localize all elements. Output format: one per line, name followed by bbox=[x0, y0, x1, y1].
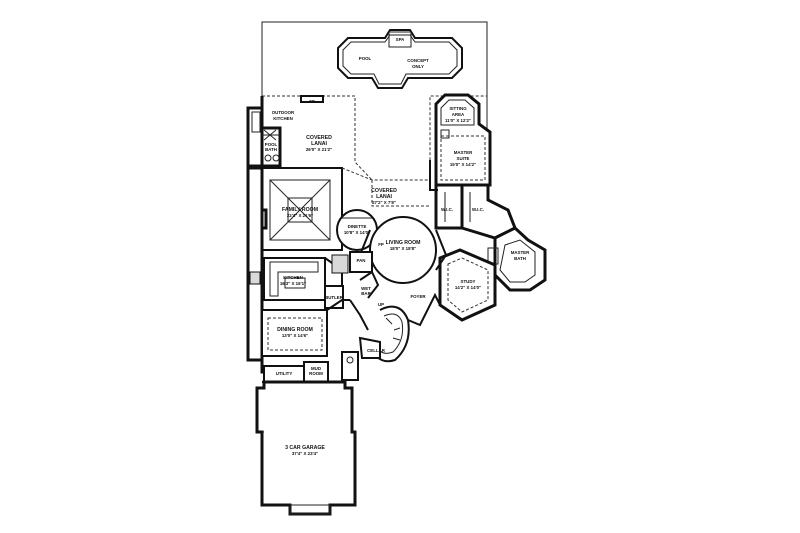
pool bbox=[337, 29, 463, 89]
butler-label: BUTLER bbox=[325, 295, 344, 300]
outdoor-kitchen bbox=[246, 106, 264, 170]
pool-bath bbox=[260, 126, 282, 168]
room-labels: SPA POOL CONCEPT ONLY OUTDOOR KITCHEN PO… bbox=[265, 37, 530, 456]
pool-bath-label: POOL bbox=[265, 142, 278, 147]
wic-label-2: W.I.C. bbox=[472, 207, 484, 212]
fireplace-label-1: FP bbox=[378, 242, 384, 247]
family-room-dim: 22'4" X 21'6" bbox=[287, 213, 313, 218]
utility-label: UTILITY bbox=[276, 371, 293, 376]
entry-bath bbox=[341, 351, 359, 381]
master-suite-label-2: SUITE bbox=[457, 156, 470, 161]
living-room bbox=[358, 216, 448, 284]
wet-bar bbox=[359, 270, 380, 299]
concept-label: CONCEPT bbox=[407, 58, 429, 63]
sitting-area-dim: 11'0" X 12'2" bbox=[445, 118, 471, 123]
wet-bar-label-2: BAR bbox=[361, 291, 371, 296]
family-room-label: FAMILY ROOM bbox=[282, 207, 318, 213]
study-label: STUDY bbox=[461, 279, 476, 284]
living-room-dim: 18'0" X 18'8" bbox=[390, 246, 416, 251]
study-dim: 14'2" X 14'0" bbox=[455, 285, 481, 290]
garage-label: 3 CAR GARAGE bbox=[285, 445, 325, 451]
dinette-dim: 10'8" X 14'0" bbox=[344, 230, 370, 235]
master-suite bbox=[434, 93, 492, 187]
pool-bath-label-2: BATH bbox=[265, 147, 277, 152]
mud-room-label-2: ROOM bbox=[309, 371, 323, 376]
wic-label-1: W.I.C. bbox=[441, 207, 453, 212]
dining-room bbox=[261, 299, 350, 357]
covered-lanai-left-dim: 26'0" X 21'2" bbox=[306, 147, 332, 152]
master-bath-label-2: BATH bbox=[514, 256, 526, 261]
mud-room-label: MUD bbox=[311, 366, 321, 371]
sitting-area-label-2: AREA bbox=[452, 112, 465, 117]
outdoor-kitchen-label: OUTDOOR bbox=[272, 110, 295, 115]
master-suite-dim: 15'0" X 14'2" bbox=[450, 162, 476, 167]
stair-up-label: UP bbox=[378, 302, 384, 307]
dining-room-label: DINING ROOM bbox=[277, 327, 313, 333]
master-bath-label: MASTER bbox=[511, 250, 530, 255]
cellar bbox=[358, 336, 381, 359]
dinette-label: DINETTE bbox=[348, 224, 367, 229]
family-room bbox=[260, 167, 343, 251]
fireplace-label-2: FP bbox=[309, 99, 315, 104]
kitchen-label: KITCHEN bbox=[283, 275, 303, 280]
covered-lanai-left-label: COVERED bbox=[306, 135, 332, 141]
spa-label: SPA bbox=[396, 37, 406, 42]
wet-bar-label: WET bbox=[361, 286, 371, 291]
sitting-area-label: SITTING bbox=[449, 106, 467, 111]
dining-room-dim: 13'0" X 14'6" bbox=[282, 333, 308, 338]
master-bath bbox=[487, 226, 547, 292]
concept-only-label: ONLY bbox=[412, 64, 424, 69]
living-room-label: LIVING ROOM bbox=[386, 240, 421, 246]
cellar-label: CELLAR bbox=[367, 348, 386, 353]
covered-lanai-left-label-2: LANAI bbox=[311, 141, 327, 147]
covered-lanai-right-label: COVERED bbox=[371, 188, 397, 194]
garage-dim: 37'4" X 23'4" bbox=[292, 451, 318, 456]
foyer-stair bbox=[349, 292, 441, 363]
garage bbox=[255, 380, 357, 516]
yard-boundary bbox=[261, 21, 488, 160]
outdoor-kitchen-label-2: KITCHEN bbox=[273, 116, 293, 121]
kitchen-dim: 16'3" X 16'1" bbox=[280, 281, 306, 286]
foyer-label: FOYER bbox=[410, 294, 426, 299]
covered-lanai-right-dim: 27'2" X 7'8" bbox=[372, 200, 396, 205]
pool-label: POOL bbox=[359, 56, 372, 61]
utility-mud bbox=[262, 361, 345, 383]
master-suite-label: MASTER bbox=[454, 150, 473, 155]
pantry-label: PAN bbox=[357, 258, 366, 263]
covered-lanai-right-label-2: LANAI bbox=[376, 194, 392, 200]
